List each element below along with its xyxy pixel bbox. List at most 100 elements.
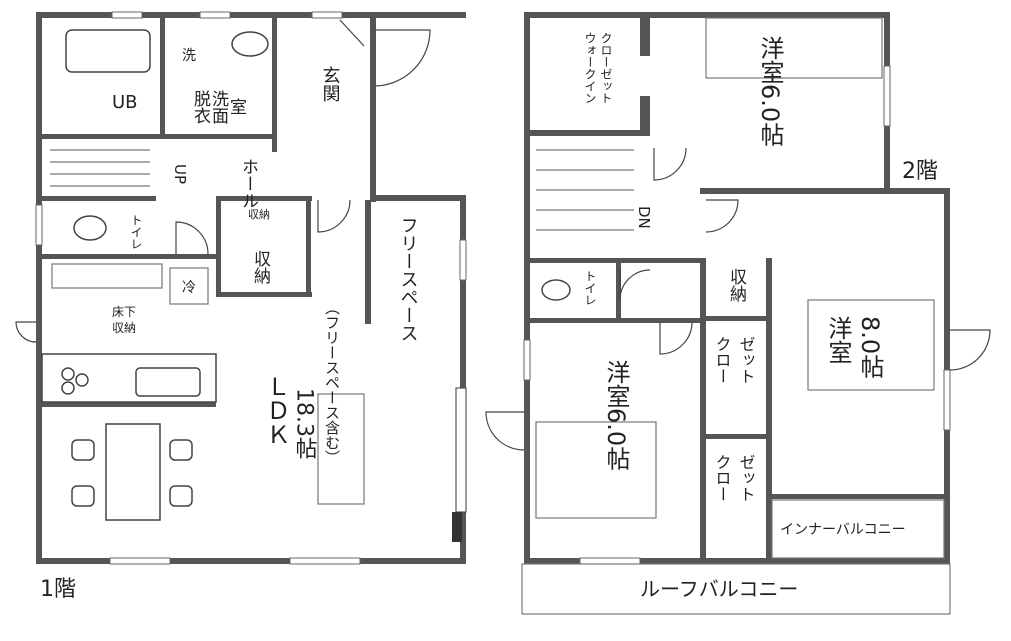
f1-wall-storage-left xyxy=(216,196,221,296)
room3-label-b: 8.0帖 xyxy=(856,316,884,378)
closet1-label-b: ゼット xyxy=(737,336,756,384)
f1-door xyxy=(317,199,351,233)
floor2-label: 2階 xyxy=(902,159,938,184)
storage-label: 収納 xyxy=(250,250,271,285)
bed-outline xyxy=(705,17,883,79)
f1-wall-toilet-bottom xyxy=(36,254,216,259)
f1-wall-kitchen-bottom xyxy=(36,402,216,407)
f2-wall xyxy=(640,12,650,56)
f1-door xyxy=(15,321,37,343)
fridge-space xyxy=(169,267,209,305)
entrance-label: 玄関 xyxy=(320,66,341,102)
f2-window xyxy=(883,65,891,127)
bed-outline xyxy=(535,421,657,519)
f1-wall-wash-right xyxy=(272,12,277,152)
ldk-note-label: （フリースペース含む） xyxy=(323,300,341,465)
up-label: UP xyxy=(171,164,189,184)
inner-balcony-label: インナーバルコニー xyxy=(780,522,906,538)
f2-wall xyxy=(524,318,704,323)
shoe-storage-label: 収納 xyxy=(248,208,270,221)
f1-window xyxy=(199,11,231,19)
toilet-fixture xyxy=(541,279,571,301)
closet2-label-b: ゼット xyxy=(737,454,756,502)
storage-label: 収納 xyxy=(726,268,747,303)
f2-wall-top xyxy=(524,12,890,18)
closet1-label-a: クロー xyxy=(713,336,732,384)
fridge-label: 冷 xyxy=(182,280,196,296)
f2-wall xyxy=(640,96,650,136)
dining-table xyxy=(105,423,161,521)
f2-window xyxy=(579,557,641,565)
f1-wall-ub-right xyxy=(160,12,165,138)
f2-door xyxy=(653,147,687,181)
hall-label: ホール xyxy=(238,158,258,209)
f1-wall-porch-bottom xyxy=(370,195,466,201)
f2-wall xyxy=(700,258,706,558)
ldk-size-label: 18.3帖 xyxy=(292,388,317,459)
closet2-label-a: クロー xyxy=(713,454,732,502)
room1-label: 洋室6.0帖 xyxy=(756,36,784,146)
f1-window xyxy=(311,11,343,19)
f2-door xyxy=(485,411,525,451)
f2-wall-left xyxy=(524,12,530,564)
washroom-label-c: 室 xyxy=(226,98,246,115)
f2-window xyxy=(523,339,531,381)
roof-balcony-area xyxy=(521,563,951,615)
f1-entrance-door xyxy=(373,29,431,87)
toilet-label: トイレ xyxy=(129,214,143,250)
ldk-name-label: ＬＤＫ xyxy=(262,374,290,446)
dn-label: DN xyxy=(635,206,653,229)
floor1-plan: UB 脱衣 洗面 室 洗 玄関 ホール トイレ 収納 収納 UP フリースペース… xyxy=(15,11,467,602)
f2-door xyxy=(705,199,739,233)
washroom-label-a: 脱衣 xyxy=(190,90,211,124)
dining-chair xyxy=(169,485,193,507)
dining-chair xyxy=(71,485,95,507)
f2-wall xyxy=(700,434,772,439)
f1-wall-bath-bottom xyxy=(36,134,272,139)
floor-storage-label-a: 床下 xyxy=(112,305,136,319)
walkin-label-b: クローゼット xyxy=(599,32,613,104)
f2-wall-bottom xyxy=(524,558,950,564)
f1-window xyxy=(459,239,467,281)
f1-wall-shoe-top xyxy=(216,196,312,201)
f2-toilet-door xyxy=(619,269,651,301)
room3-label-a: 洋室 xyxy=(824,316,852,364)
f2-wall xyxy=(616,258,621,322)
inner-balcony-area xyxy=(771,499,945,559)
f2-wall xyxy=(766,258,772,558)
floor-storage-label-b: 収納 xyxy=(112,321,136,335)
stove-burner xyxy=(61,381,75,395)
f1-wall-storage-bottom xyxy=(216,292,312,297)
f1-wall-bottom xyxy=(36,558,466,564)
f1-wall-free-left xyxy=(365,200,371,324)
f1-window xyxy=(111,11,143,19)
f1-wall-right xyxy=(460,195,466,564)
washroom-label-b: 洗面 xyxy=(208,90,229,124)
f2-wall xyxy=(700,316,772,321)
dining-chair xyxy=(71,439,95,461)
f2-wall xyxy=(766,494,946,499)
room2-label: 洋室6.0帖 xyxy=(602,360,630,470)
bathtub xyxy=(65,29,151,73)
wash-mark: 洗 xyxy=(182,48,196,64)
f1-window xyxy=(289,557,361,565)
f1-window xyxy=(109,557,171,565)
floor2-plan: ウォークイン クローゼット 洋室6.0帖 DN トイレ 収納 洋室6.0帖 クロ… xyxy=(485,12,991,615)
toilet-label: トイレ xyxy=(583,270,597,306)
washbasin xyxy=(231,31,269,57)
floor1-label: 1階 xyxy=(40,577,76,602)
dining-chair xyxy=(169,439,193,461)
f2-wall-step xyxy=(700,188,950,194)
f1-window xyxy=(35,204,43,246)
f1-wall-storage-right xyxy=(306,196,311,296)
f2-wall xyxy=(524,130,650,136)
f2-window xyxy=(943,369,951,431)
toilet-fixture xyxy=(73,215,107,241)
f2-wall xyxy=(524,258,704,263)
ub-label: UB xyxy=(112,92,138,113)
f1-wall-stair-bottom xyxy=(36,196,156,201)
stove-burner xyxy=(75,373,89,387)
f2-door xyxy=(659,321,693,355)
f1-toilet-door xyxy=(175,221,209,255)
